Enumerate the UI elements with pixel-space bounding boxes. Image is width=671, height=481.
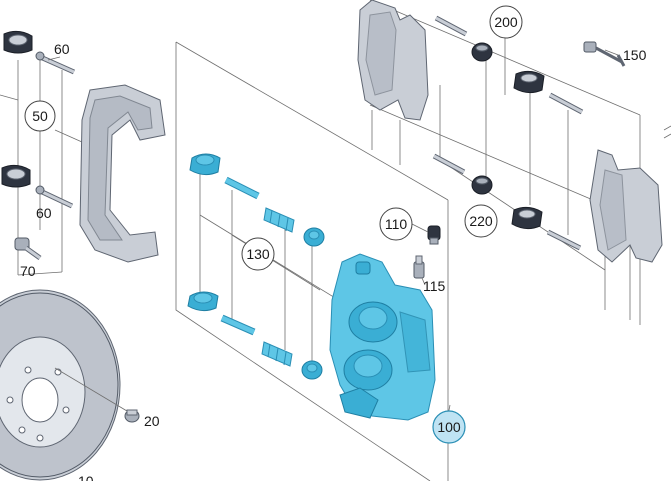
- bolt-top-left[interactable]: [35, 51, 76, 75]
- callout-130[interactable]: 130: [241, 237, 275, 271]
- callout-100[interactable]: 100: [432, 410, 466, 444]
- pad-wear-sensor[interactable]: [583, 41, 626, 67]
- callout-leaders: [47, 49, 619, 416]
- brake-pad-right[interactable]: [589, 149, 663, 263]
- pad-bushing-right[interactable]: [511, 206, 543, 230]
- leader-20: [54, 367, 133, 415]
- callout-200[interactable]: 200: [489, 5, 523, 39]
- callout-110[interactable]: 110: [379, 207, 413, 241]
- seal-ring-bottom[interactable]: [301, 360, 323, 380]
- svg-text:200: 200: [494, 14, 518, 30]
- brake-disc[interactable]: [0, 289, 121, 481]
- pad-bushing-mid[interactable]: [513, 70, 545, 94]
- edge-fragment: [663, 125, 671, 139]
- pad-bushing-lower[interactable]: [471, 175, 493, 195]
- bushing-top-left[interactable]: [3, 30, 33, 54]
- bleed-valve[interactable]: [413, 255, 425, 279]
- callout-60-mid[interactable]: 60: [36, 205, 52, 221]
- callout-115[interactable]: 115: [423, 278, 446, 294]
- guide-pin-top[interactable]: [224, 176, 260, 200]
- caliper-group-frame: [175, 41, 449, 481]
- brake-caliper[interactable]: [329, 253, 436, 421]
- callout-70[interactable]: 70: [20, 263, 36, 279]
- pad-pin-top[interactable]: [434, 15, 468, 37]
- callout-10[interactable]: 10: [78, 473, 94, 481]
- svg-text:130: 130: [246, 246, 270, 262]
- callout-50[interactable]: 50: [24, 100, 56, 132]
- seal-ring-top[interactable]: [303, 227, 325, 247]
- dust-boot-bottom[interactable]: [261, 341, 293, 367]
- pad-pin-right[interactable]: [546, 229, 582, 251]
- svg-text:110: 110: [385, 216, 408, 232]
- brake-pad-top-left[interactable]: [357, 0, 429, 121]
- svg-text:100: 100: [437, 419, 461, 435]
- bushing-mid-left[interactable]: [1, 164, 31, 188]
- svg-text:220: 220: [469, 213, 493, 229]
- svg-text:50: 50: [32, 108, 48, 124]
- disc-screw[interactable]: [124, 409, 140, 423]
- guide-bushing-top[interactable]: [189, 153, 221, 176]
- guide-pin-bottom[interactable]: [220, 314, 256, 336]
- bolt-70[interactable]: [14, 237, 42, 261]
- pad-pin-mid[interactable]: [548, 92, 584, 115]
- dust-boot-top[interactable]: [263, 207, 295, 233]
- callout-20[interactable]: 20: [144, 413, 160, 429]
- callout-150[interactable]: 150: [623, 47, 647, 63]
- bolt-mid-left[interactable]: [35, 185, 74, 209]
- guide-bushing-bottom[interactable]: [187, 291, 219, 312]
- caliper-bracket[interactable]: [79, 84, 166, 263]
- pad-pin-lower[interactable]: [432, 153, 466, 175]
- bleed-cap[interactable]: [427, 225, 441, 245]
- callout-60-top[interactable]: 60: [54, 41, 70, 57]
- callout-220[interactable]: 220: [464, 204, 498, 238]
- pad-bushing-top[interactable]: [471, 42, 493, 62]
